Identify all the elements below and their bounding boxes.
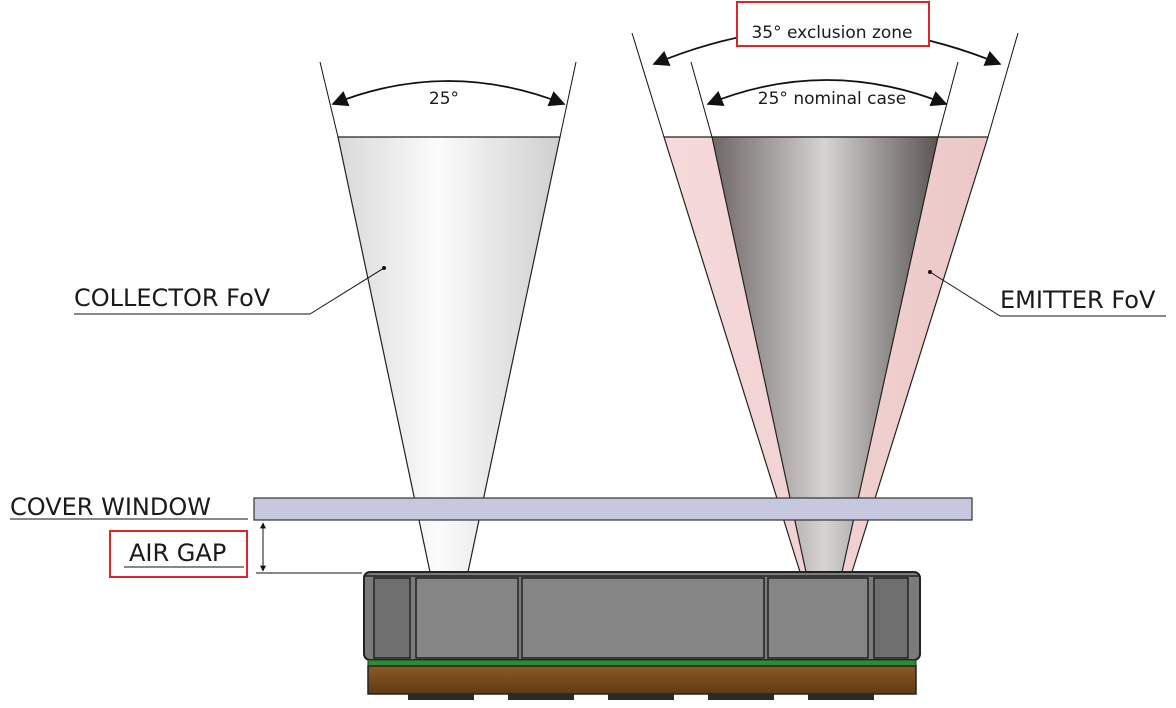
pad: [608, 694, 674, 700]
pcb-edge: [367, 659, 917, 667]
nominal-extension-line-left: [690, 61, 713, 138]
exclusion-zone-label: 35° exclusion zone: [751, 23, 912, 43]
exclusion-extension-line-left: [631, 32, 665, 138]
collector-fov-leader-dot: [382, 266, 386, 270]
collector-extension-line-right: [559, 61, 577, 138]
collector-angle-arc: [331, 80, 566, 107]
emitter-fov-leader: [929, 271, 1001, 317]
pad: [708, 694, 774, 700]
emitter-fov-label: EMITTER FoV: [1000, 286, 1156, 314]
nominal-angle-arc: [706, 79, 948, 107]
sensor-package: [363, 571, 921, 700]
collector-fov-leader: [309, 267, 385, 315]
air-gap-label: AIR GAP: [129, 539, 226, 567]
pad: [508, 694, 574, 700]
emitter-fov-leader-dot: [928, 270, 932, 274]
collector-fov-label: COLLECTOR FoV: [74, 284, 271, 312]
air-gap-highlight-box: [109, 530, 248, 578]
collector-angle-label: 25°: [429, 89, 459, 109]
exclusion-zone-highlight-box: [736, 1, 930, 47]
cover-window-label: COVER WINDOW: [10, 493, 211, 521]
pcb-substrate: [367, 665, 917, 695]
nominal-extension-line-right: [937, 61, 959, 138]
pad: [408, 694, 474, 700]
pad: [808, 694, 874, 700]
nominal-case-label: 25° nominal case: [758, 89, 906, 109]
exclusion-extension-line-right: [987, 32, 1019, 138]
collector-extension-line-left: [319, 61, 339, 138]
cover-window-plate: [253, 497, 973, 521]
